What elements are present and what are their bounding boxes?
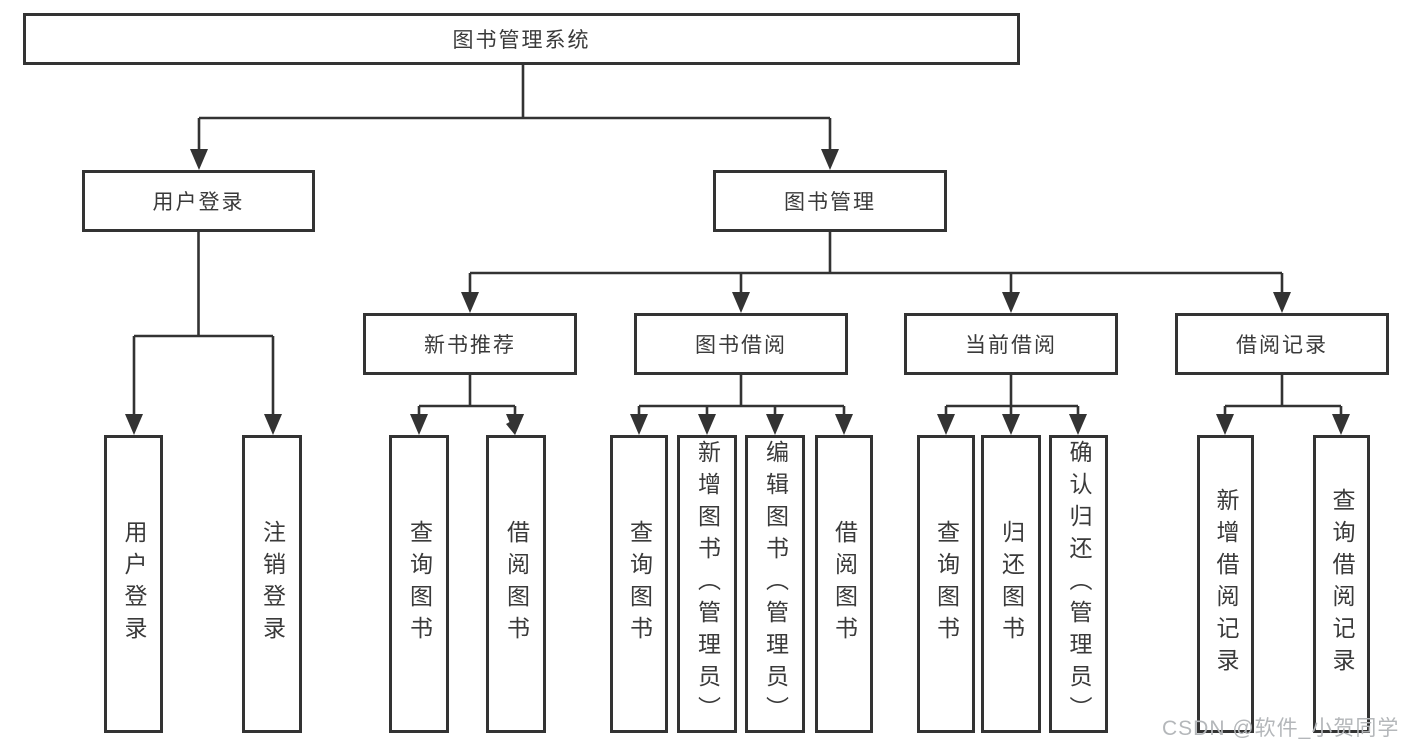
leaf-user-login-label: 用户登录 [121, 520, 147, 648]
node-root: 图书管理系统 [23, 13, 1020, 65]
node-book-management-branch: 图书管理 [713, 170, 947, 232]
node-new-book-recommend: 新书推荐 [363, 313, 577, 375]
node-current-borrow: 当前借阅 [904, 313, 1118, 375]
leaf-records-add-record: 新增借阅记录 [1197, 435, 1254, 733]
leaf-user-login: 用户登录 [104, 435, 163, 733]
leaf-borrow-query-books-label: 查询图书 [626, 520, 653, 648]
leaf-logout: 注销登录 [242, 435, 302, 733]
leaf-borrow-edit-books-admin: 编辑图书（管理员） [745, 435, 805, 733]
leaf-records-query-record: 查询借阅记录 [1313, 435, 1370, 733]
leaf-borrow-borrow-books: 借阅图书 [815, 435, 873, 733]
leaf-recommend-query-books-label: 查询图书 [406, 520, 433, 648]
node-new-book-recommend-label: 新书推荐 [424, 334, 516, 357]
leaf-current-return-books-label: 归还图书 [998, 520, 1025, 648]
node-borrow-records-label: 借阅记录 [1236, 334, 1328, 357]
node-root-label: 图书管理系统 [452, 29, 591, 52]
leaf-logout-label: 注销登录 [259, 520, 286, 648]
node-user-login-branch-label: 用户登录 [152, 191, 245, 214]
csdn-watermark: CSDN @软件_小贺同学 [1162, 717, 1400, 740]
leaf-recommend-borrow-books-label: 借阅图书 [503, 520, 530, 648]
node-current-borrow-label: 当前借阅 [965, 334, 1057, 357]
leaf-records-add-record-label: 新增借阅记录 [1213, 488, 1239, 680]
leaf-borrow-add-books-admin: 新增图书（管理员） [677, 435, 737, 733]
node-book-borrow: 图书借阅 [634, 313, 848, 375]
leaf-current-confirm-return-admin: 确认归还（管理员） [1049, 435, 1108, 733]
leaf-borrow-query-books: 查询图书 [610, 435, 668, 733]
leaf-borrow-borrow-books-label: 借阅图书 [831, 520, 858, 648]
leaf-current-query-books: 查询图书 [917, 435, 975, 733]
leaf-recommend-query-books: 查询图书 [389, 435, 449, 733]
leaf-current-confirm-return-admin-label: 确认归还（管理员） [1066, 440, 1092, 728]
node-borrow-records: 借阅记录 [1175, 313, 1389, 375]
leaf-borrow-edit-books-admin-label: 编辑图书（管理员） [762, 440, 789, 728]
leaf-borrow-add-books-admin-label: 新增图书（管理员） [694, 440, 721, 728]
leaf-records-query-record-label: 查询借阅记录 [1329, 488, 1355, 680]
leaf-current-return-books: 归还图书 [981, 435, 1041, 733]
node-book-management-branch-label: 图书管理 [784, 191, 876, 214]
leaf-recommend-borrow-books: 借阅图书 [486, 435, 546, 733]
node-book-borrow-label: 图书借阅 [695, 334, 787, 357]
leaf-current-query-books-label: 查询图书 [933, 520, 960, 648]
node-user-login-branch: 用户登录 [82, 170, 315, 232]
